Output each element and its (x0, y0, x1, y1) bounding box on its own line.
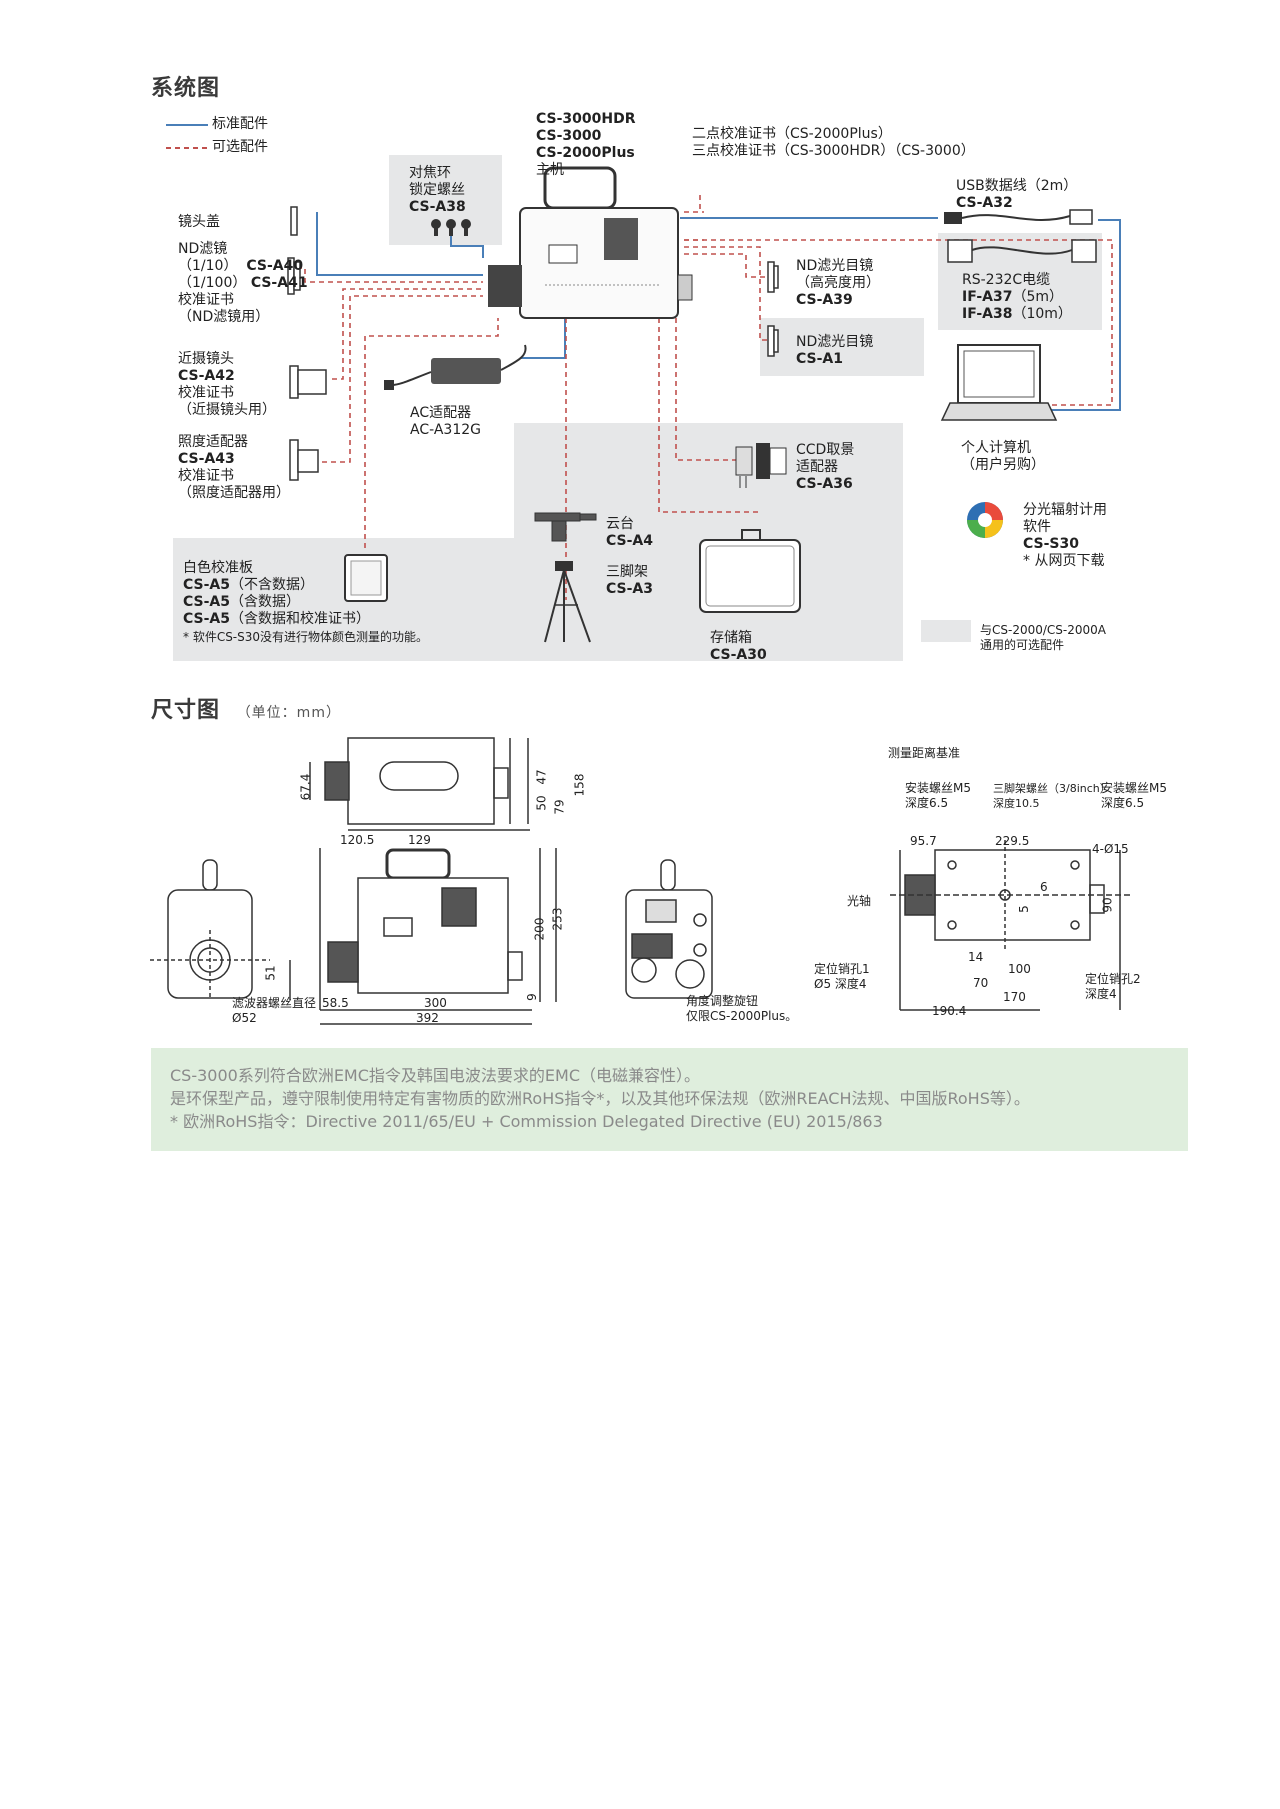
system-diagram-title: 系统图 (151, 76, 221, 101)
nd39-label: ND滤光目镜 （高亮度用） CS-A39 (796, 258, 880, 308)
nd-filter-label: ND滤镜 （1/10） CS-A40 （1/100） CS-A41 校准证书 （… (178, 241, 308, 325)
m5a-label: 安装螺丝M5 深度6.5 (905, 781, 971, 810)
legend-standard-label: 标准配件 (212, 116, 268, 132)
rs232-cable-illustration (947, 239, 1097, 263)
dim-120-5: 120.5 (340, 833, 375, 847)
tripod-label: 三脚架 CS-A3 (606, 564, 654, 597)
measure-ref-label: 测量距离基准 (888, 746, 961, 760)
usb-label: USB数据线（2m） CS-A32 (956, 178, 1078, 211)
ccd-label: CCD取景 适配器 CS-A36 (796, 442, 855, 492)
white-plate-label: 白色校准板 CS-A5（不含数据） CS-A5（含数据） CS-A5（含数据和校… (183, 560, 429, 644)
compliance-note-line-3: * 欧洲RoHS指令：Directive 2011/65/EU + Commis… (170, 1112, 883, 1131)
compliance-note-line-1: CS-3000系列符合欧洲EMC指令及韩国电波法要求的EMC（电磁兼容性）。 (170, 1066, 700, 1085)
dim-100: 100 (1008, 962, 1031, 976)
closeup-label: 近摄镜头 CS-A42 校准证书 （近摄镜头用） (178, 351, 276, 418)
dim-95-7: 95.7 (910, 834, 937, 848)
illum-adapter-illustration (289, 439, 319, 481)
ac-adapter-label: AC适配器 AC-A312G (410, 405, 481, 438)
dim-70: 70 (973, 976, 989, 990)
optional-connections (297, 195, 1113, 600)
rs232-label: RS-232C电缆 IF-A37（5m） IF-A38（10m） (962, 272, 1072, 322)
dim-9: 9 (524, 993, 539, 1001)
dim-58-5: 58.5 (322, 996, 349, 1010)
white-plate-illustration (344, 554, 388, 602)
ac-adapter-illustration (384, 344, 527, 390)
pin-hole-1-label: 定位销孔1 Ø5 深度4 (814, 962, 870, 991)
dim-190-4: 190.4 (932, 1004, 967, 1018)
main-unit-illustration (488, 166, 693, 319)
pantilt-illustration (534, 512, 597, 542)
dim-50: 50 (534, 795, 549, 811)
tripod-thread-label: 三脚架螺丝（3/8inch） 深度10.5 (993, 782, 1111, 810)
m5b-label: 安装螺丝M5 深度6.5 (1101, 781, 1167, 810)
pc-illustration (940, 344, 1058, 421)
compat-legend-swatch (921, 620, 971, 642)
pantilt-label: 云台 CS-A4 (606, 516, 654, 549)
dim-6: 6 (1040, 880, 1048, 894)
dim-300: 300 (424, 996, 447, 1010)
compat-panel-focus-ring (389, 155, 502, 245)
dim-200: 200 (532, 917, 547, 941)
tripod-illustration (544, 561, 591, 643)
dimension-diagram-title: 尺寸图 （单位：mm） (151, 698, 341, 723)
system-diagram-graphics (166, 124, 1121, 643)
dim-67-4: 67.4 (298, 773, 313, 801)
compat-panel-nd1 (760, 318, 924, 376)
closeup-lens-illustration (289, 365, 327, 399)
nd1-label: ND滤光目镜 CS-A1 (796, 334, 874, 367)
focus-ring-screws (431, 219, 471, 236)
dim-253: 253 (550, 907, 565, 931)
calib-cert-label: 二点校准证书（CS-2000Plus） 三点校准证书（CS-3000HDR）（C… (692, 126, 975, 159)
dim-170: 170 (1003, 990, 1026, 1004)
lens-cap-label: 镜头盖 (178, 214, 220, 230)
dim-158: 158 (572, 773, 587, 797)
compliance-note-line-2: 是环保型产品，遵守限制使用特定有害物质的欧洲RoHS指令*，以及其他环保法规（欧… (170, 1089, 1030, 1108)
dim-229-5: 229.5 (995, 834, 1030, 848)
case-illustration (699, 529, 801, 613)
dim-hole: 4-Ø15 (1092, 842, 1129, 856)
usb-cable-illustration (944, 209, 1093, 225)
legend-optional-label: 可选配件 (212, 139, 268, 155)
dim-392: 392 (416, 1011, 439, 1025)
pin-hole-2-label: 定位销孔2 深度4 (1085, 972, 1141, 1001)
illum-adapter-label: 照度适配器 CS-A43 校准证书 （照度适配器用） (178, 434, 290, 501)
focus-ring-label: 对焦环 锁定螺丝 CS-A38 (409, 165, 466, 215)
dim-129: 129 (408, 833, 431, 847)
dim-79: 79 (552, 799, 567, 815)
filter-thread-label: 滤波器螺丝直径 Ø52 (232, 996, 317, 1025)
ccd-adapter-illustration (735, 443, 787, 488)
dim-14: 14 (968, 950, 984, 964)
angle-knob-label: 角度调整旋钮 仅限CS-2000Plus。 (686, 994, 798, 1023)
software-label: 分光辐射计用 软件 CS-S30 * 从网页下载 (1023, 502, 1107, 569)
nd-eyepiece-illustrations (767, 261, 779, 357)
dim-47: 47 (534, 769, 549, 785)
nd-filter-illustration (287, 257, 301, 295)
dim-5: 5 (1016, 905, 1031, 913)
compliance-note-box: CS-3000系列符合欧洲EMC指令及韩国电波法要求的EMC（电磁兼容性）。 是… (151, 1048, 1188, 1151)
pc-label: 个人计算机 （用户另购） (961, 440, 1045, 473)
optical-axis-label: 光轴 (847, 894, 872, 908)
software-icon (967, 502, 1003, 538)
dim-51: 51 (263, 965, 278, 981)
dimension-diagram-graphics (150, 737, 1130, 1025)
case-label: 存储箱 CS-A30 (710, 630, 767, 663)
lens-cap-illustration (290, 206, 298, 236)
main-unit-label: CS-3000HDR CS-3000 CS-2000Plus 主机 (536, 111, 636, 178)
dim-90: 90 (1100, 897, 1115, 913)
compat-legend-label: 与CS-2000/CS-2000A 通用的可选配件 (980, 623, 1106, 652)
